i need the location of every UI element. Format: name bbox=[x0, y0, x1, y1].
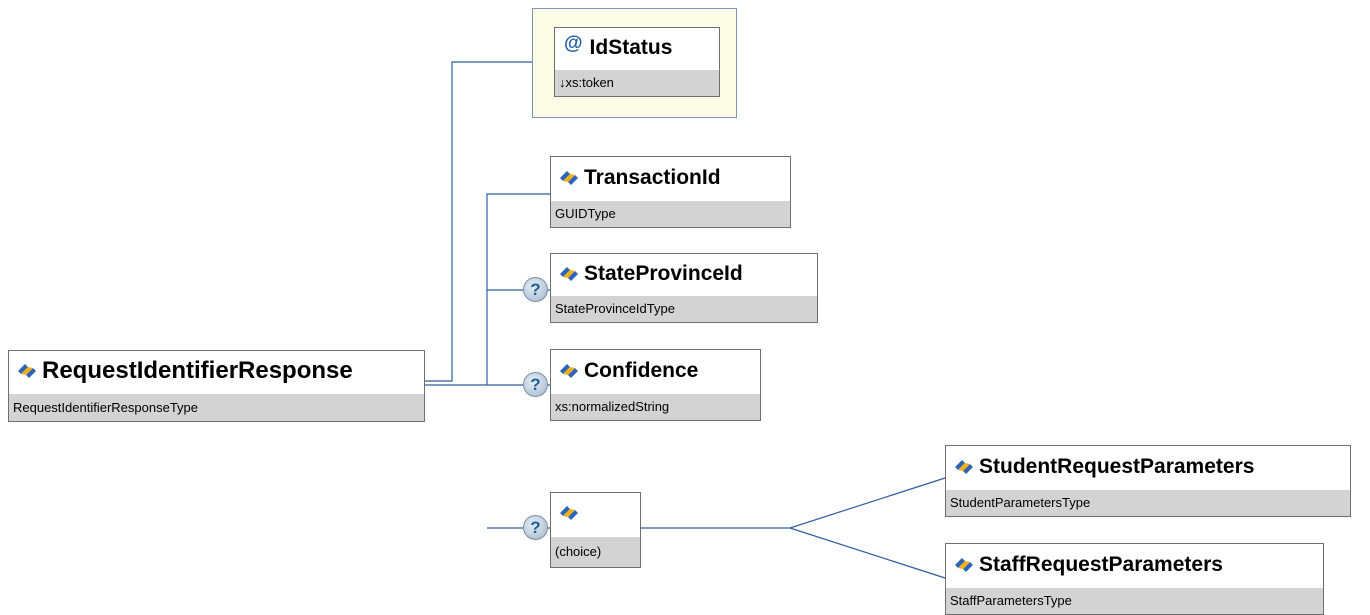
element-type: StaffParametersType bbox=[946, 588, 1323, 614]
element-type: StudentParametersType bbox=[946, 490, 1350, 516]
choice-label: (choice) bbox=[551, 537, 640, 567]
element-box-studentrequestparameters[interactable]: StudentRequestParameters StudentParamete… bbox=[945, 445, 1351, 517]
element-icon bbox=[560, 267, 578, 281]
element-icon bbox=[560, 364, 578, 378]
choice-box[interactable]: (choice) bbox=[550, 492, 641, 568]
optional-marker: ? bbox=[523, 515, 548, 540]
element-box-staffrequestparameters[interactable]: StaffRequestParameters StaffParametersTy… bbox=[945, 543, 1324, 615]
root-to-attribute-connector bbox=[425, 61, 532, 382]
element-icon bbox=[955, 558, 973, 572]
element-name: TransactionId bbox=[584, 166, 721, 189]
attribute-box[interactable]: @ IdStatus ↓xs:token bbox=[554, 27, 720, 97]
element-name: Confidence bbox=[584, 359, 699, 382]
element-box-transactionid[interactable]: TransactionId GUIDType bbox=[550, 156, 791, 228]
attribute-type: ↓xs:token bbox=[555, 70, 719, 96]
element-icon bbox=[560, 171, 578, 185]
optional-marker: ? bbox=[523, 372, 548, 397]
element-icon bbox=[18, 364, 36, 378]
element-name: StaffRequestParameters bbox=[979, 553, 1223, 576]
root-element-box[interactable]: RequestIdentifierResponse RequestIdentif… bbox=[8, 350, 425, 422]
element-type: StateProvinceIdType bbox=[551, 296, 817, 322]
choice-to-options-connector bbox=[641, 477, 946, 579]
attribute-name: IdStatus bbox=[589, 36, 673, 59]
element-icon bbox=[560, 506, 578, 520]
element-type: xs:normalizedString bbox=[551, 394, 760, 420]
element-icon bbox=[955, 460, 973, 474]
element-name: StateProvinceId bbox=[584, 262, 743, 285]
element-name: StudentRequestParameters bbox=[979, 455, 1255, 478]
at-icon: @ bbox=[564, 33, 583, 54]
element-type: GUIDType bbox=[551, 201, 790, 227]
optional-marker: ? bbox=[523, 277, 548, 302]
root-to-sequence-connector bbox=[425, 193, 550, 529]
root-element-name: RequestIdentifierResponse bbox=[42, 357, 353, 384]
root-element-type: RequestIdentifierResponseType bbox=[9, 394, 424, 421]
element-box-stateprovinceid[interactable]: StateProvinceId StateProvinceIdType bbox=[550, 253, 818, 323]
element-box-confidence[interactable]: Confidence xs:normalizedString bbox=[550, 349, 761, 421]
